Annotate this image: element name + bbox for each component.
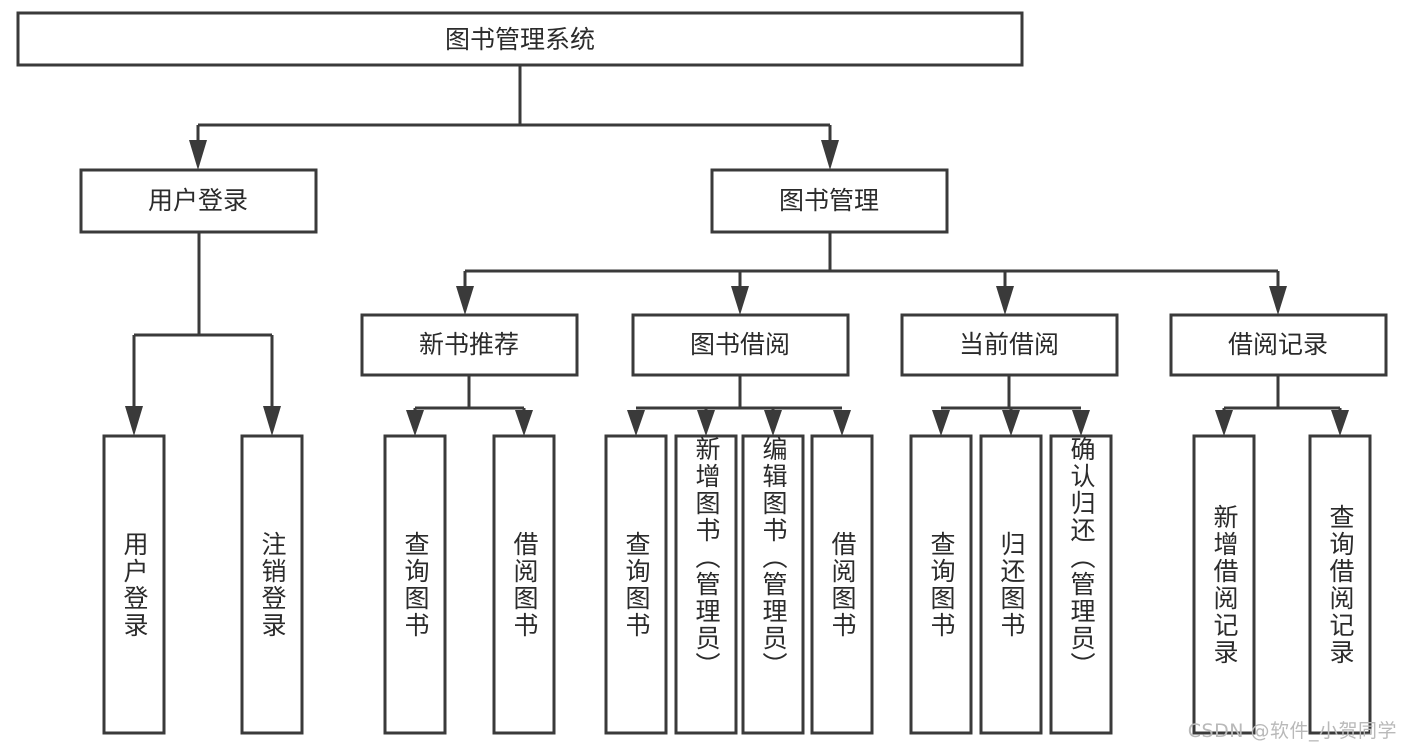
arrow-head-bb-add: [697, 410, 715, 436]
leaf-rect-logout[interactable]: [240, 434, 304, 735]
connectors-book-mgmt-to-level3: [456, 232, 1287, 315]
node-new-book-recommend[interactable]: 新书推荐: [360, 313, 579, 377]
node-root-label: 图书管理系统: [445, 25, 595, 54]
leaf-rect-cb-confirm-return[interactable]: [1049, 434, 1113, 735]
leaf-rect-user-login[interactable]: [102, 434, 166, 735]
leaf-boxes: [102, 434, 1372, 735]
leaf-rect-br-add-record[interactable]: [1192, 434, 1256, 735]
node-new-book-recommend-label: 新书推荐: [419, 330, 519, 359]
arrow-head-br-add: [1215, 410, 1233, 436]
node-borrow-record[interactable]: 借阅记录: [1169, 313, 1388, 377]
arrow-head-cb-query: [932, 410, 950, 436]
node-book-borrow-label: 图书借阅: [690, 330, 790, 359]
arrow-head-leaf-user-login: [125, 406, 143, 436]
arrow-head-book-mgmt: [821, 140, 839, 170]
connectors-current-borrow-to-leaves: [932, 375, 1090, 436]
arrow-head-leaf-logout: [263, 406, 281, 436]
node-root[interactable]: 图书管理系统: [16, 11, 1024, 67]
leaf-rect-cb-return-book[interactable]: [979, 434, 1043, 735]
connectors-new-book-to-leaves: [406, 375, 533, 436]
arrow-head-book-borrow: [731, 286, 749, 315]
leaf-rect-nb-query-book[interactable]: [383, 434, 447, 735]
node-book-management-label: 图书管理: [779, 186, 879, 215]
node-user-login-label: 用户登录: [148, 186, 248, 215]
arrow-head-bb-query: [627, 410, 645, 436]
arrow-head-br-query: [1331, 410, 1349, 436]
node-book-borrow[interactable]: 图书借阅: [631, 313, 850, 377]
node-current-borrow[interactable]: 当前借阅: [900, 313, 1119, 377]
node-borrow-record-rect[interactable]: [1169, 313, 1388, 377]
arrow-head-new-book: [456, 286, 474, 315]
node-book-borrow-rect[interactable]: [631, 313, 850, 377]
arrow-head-cb-confirm: [1072, 410, 1090, 436]
arrow-head-bb-edit: [764, 410, 782, 436]
node-user-login[interactable]: 用户登录: [79, 168, 318, 234]
leaf-rect-bb-edit-book[interactable]: [741, 434, 805, 735]
node-user-login-rect[interactable]: [79, 168, 318, 234]
node-root-rect[interactable]: [16, 11, 1024, 67]
arrow-head-bb-borrow: [833, 410, 851, 436]
arrow-head-cb-return: [1002, 410, 1020, 436]
node-borrow-record-label: 借阅记录: [1228, 330, 1328, 359]
connectors-borrow-record-to-leaves: [1215, 375, 1349, 436]
leaf-rect-cb-query-book[interactable]: [909, 434, 973, 735]
leaf-rect-bb-borrow-book[interactable]: [810, 434, 874, 735]
leaf-rect-bb-query-book[interactable]: [604, 434, 668, 735]
node-current-borrow-label: 当前借阅: [959, 330, 1059, 359]
arrow-head-borrow-record: [1269, 286, 1287, 315]
leaf-rect-bb-add-book[interactable]: [674, 434, 738, 735]
arrow-head-user-login: [189, 140, 207, 170]
node-current-borrow-rect[interactable]: [900, 313, 1119, 377]
node-book-management[interactable]: 图书管理: [710, 168, 949, 234]
arrow-head-current-borrow: [996, 286, 1014, 315]
connectors-book-borrow-to-leaves: [627, 375, 851, 436]
node-book-management-rect[interactable]: [710, 168, 949, 234]
connectors-user-login-to-leaves: [125, 232, 281, 436]
node-new-book-recommend-rect[interactable]: [360, 313, 579, 377]
arrow-head-nb-query: [406, 410, 424, 436]
leaf-rect-nb-borrow-book[interactable]: [492, 434, 556, 735]
csdn-watermark: CSDN @软件_小贺同学: [1187, 720, 1397, 742]
connectors-root-to-level2: [189, 65, 839, 170]
arrow-head-nb-borrow: [515, 410, 533, 436]
leaf-rect-br-query-record[interactable]: [1308, 434, 1372, 735]
